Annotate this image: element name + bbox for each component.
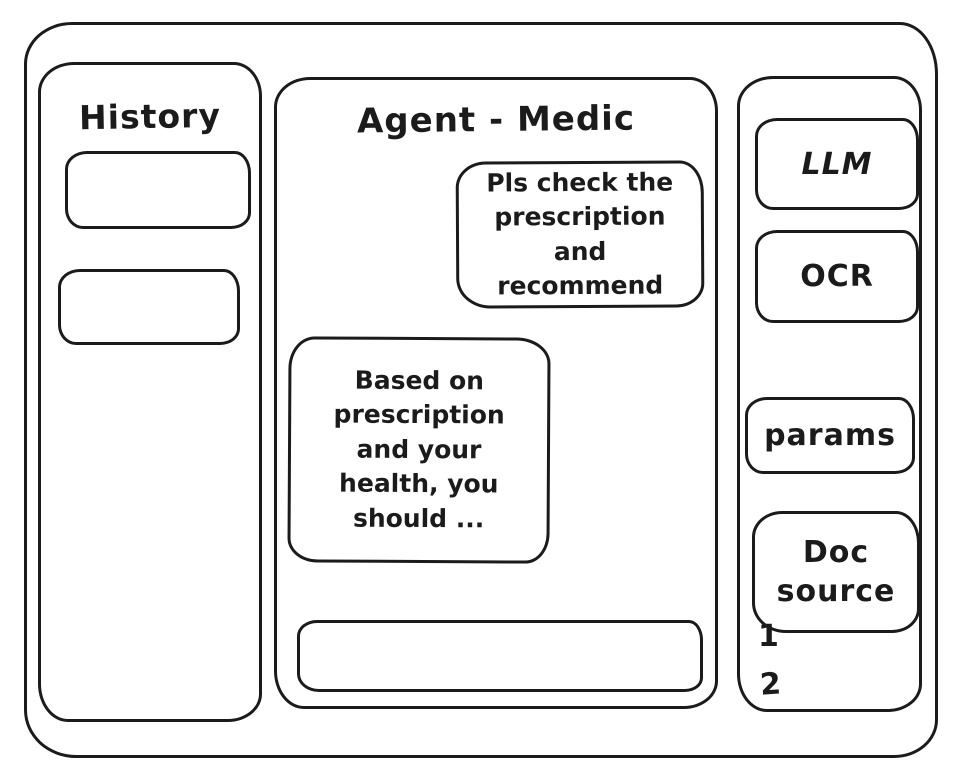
chat-input[interactable] [297, 620, 703, 692]
history-item[interactable] [58, 269, 240, 345]
params-button[interactable]: params [745, 397, 915, 474]
agent-message-bubble: Based on prescription and your health, y… [287, 336, 551, 564]
llm-button[interactable]: LLM [755, 118, 919, 210]
doc-source-button[interactable]: Doc source [752, 511, 920, 633]
tools-sidebar: LLM OCR params Doc source 1 2 [737, 76, 922, 712]
history-title: History [78, 95, 222, 138]
user-message-bubble: Pls check the prescription and recommend [455, 160, 705, 309]
history-sidebar: History [38, 62, 262, 722]
history-item[interactable] [65, 151, 251, 229]
ocr-button[interactable]: OCR [755, 230, 919, 323]
chat-title: Agent - Medic [356, 98, 636, 142]
doc-source-item-2[interactable]: 2 [758, 666, 783, 703]
doc-source-item-1[interactable]: 1 [758, 619, 779, 654]
chat-panel: Agent - Medic Pls check the prescription… [274, 77, 718, 709]
